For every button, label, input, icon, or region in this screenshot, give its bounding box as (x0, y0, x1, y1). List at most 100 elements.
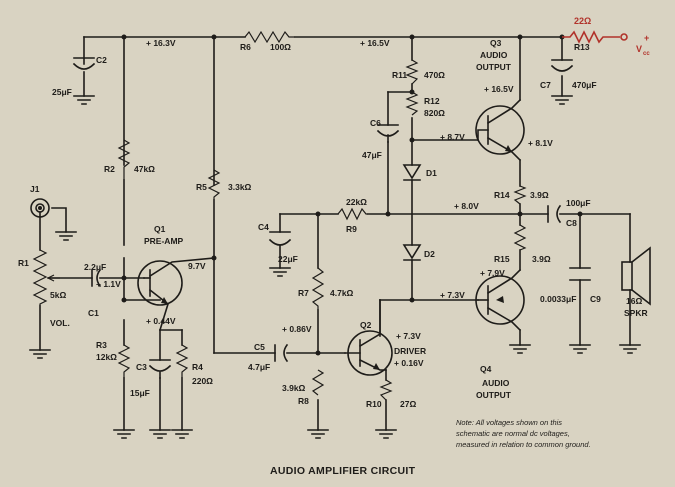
wires (39, 36, 631, 431)
r3-value: 12kΩ (96, 352, 117, 362)
r4-name: R4 (192, 362, 203, 372)
c5-value: 4.7μF (248, 362, 270, 372)
c9-value: 0.0033μF (540, 294, 576, 304)
r12-name: R12 (424, 96, 440, 106)
r8-symbol (311, 369, 325, 396)
c5-name: C5 (254, 342, 265, 352)
grounds (29, 95, 641, 439)
q3-role-2: OUTPUT (476, 62, 512, 72)
r13-value: 22Ω (574, 16, 591, 26)
c6-symbol (376, 124, 400, 143)
q3-role-1: AUDIO (480, 50, 508, 60)
c7-symbol (550, 59, 574, 97)
r10-value: 27Ω (400, 399, 416, 409)
r12-value: 820Ω (424, 108, 445, 118)
c1-symbol (91, 268, 102, 288)
r7-value: 4.7kΩ (330, 288, 354, 298)
r4-symbol (175, 344, 189, 378)
labels: + 16.3V + 16.5V R6 100Ω C2 25μF R11 470Ω… (18, 16, 650, 409)
r12-symbol (405, 91, 419, 116)
c9-symbol (569, 267, 591, 281)
q4-transistor (475, 268, 525, 332)
r15-name: R15 (494, 254, 510, 264)
r13-symbol (562, 30, 620, 44)
rail-16-5v-left: + 16.5V (360, 38, 390, 48)
v-7-9: + 7.9V (480, 268, 505, 278)
r3-symbol (117, 344, 131, 378)
transistors (137, 98, 525, 376)
r2-symbol (117, 139, 131, 180)
d1-name: D1 (426, 168, 437, 178)
q3-name: Q3 (490, 38, 502, 48)
r9-value: 22kΩ (346, 197, 367, 207)
note-line-2: schematic are normal dc voltages, (456, 429, 570, 438)
r15-value: 3.9Ω (532, 254, 551, 264)
r5-value: 3.3kΩ (228, 182, 252, 192)
vcc-sub: cc (643, 51, 650, 57)
r14-name: R14 (494, 190, 510, 200)
r9-name: R9 (346, 224, 357, 234)
q2-role: DRIVER (394, 346, 426, 356)
r3-name: R3 (96, 340, 107, 350)
r14-value: 3.9Ω (530, 190, 549, 200)
v-0-86: + 0.86V (282, 324, 312, 334)
r8-value: 3.9kΩ (282, 383, 306, 393)
c4-value: 22μF (278, 254, 298, 264)
r11-name: R11 (392, 70, 407, 80)
q4-role-2: OUTPUT (476, 390, 512, 400)
vcc-plus: + (644, 33, 649, 43)
r1-symbol (32, 249, 48, 306)
r6-name: R6 (240, 42, 251, 52)
r6-symbol (244, 30, 295, 44)
c7-value: 470μF (572, 80, 597, 90)
c8-symbol (547, 204, 562, 224)
r1-name: R1 (18, 258, 29, 268)
r2-name: R2 (104, 164, 115, 174)
note-line-3: measured in relation to common ground. (456, 440, 591, 449)
diagram-title: AUDIO AMPLIFIER CIRCUIT (270, 465, 416, 477)
c3-symbol (148, 359, 172, 379)
d1-symbol (402, 164, 422, 181)
r6-value: 100Ω (270, 42, 291, 52)
vcc-label: V (636, 44, 642, 54)
q4-name: Q4 (480, 364, 492, 374)
c2-symbol (72, 57, 96, 70)
q2-name: Q2 (360, 320, 372, 330)
capacitors (72, 57, 591, 379)
resistors (32, 30, 620, 401)
speaker (621, 246, 651, 306)
c6-value: 47μF (362, 150, 382, 160)
q4-role-1: AUDIO (482, 378, 510, 388)
d2-symbol (402, 244, 422, 261)
v-8-0: + 8.0V (454, 201, 479, 211)
r1-wiper (47, 274, 60, 282)
q1-role: PRE-AMP (144, 236, 184, 246)
c3-value: 15μF (130, 388, 150, 398)
j1-name: J1 (30, 184, 40, 194)
v-0-44: + 0.44V (146, 316, 176, 326)
v-1-1: + 1.1V (96, 279, 121, 289)
c3-name: C3 (136, 362, 147, 372)
r4-value: 220Ω (192, 376, 213, 386)
vcc-terminal (620, 33, 628, 41)
v-8-1: + 8.1V (528, 138, 553, 148)
spkr-value: 16Ω (626, 296, 642, 306)
c2-name: C2 (96, 55, 107, 65)
r2-value: 47kΩ (134, 164, 155, 174)
spkr-name: SPKR (624, 308, 648, 318)
c6-name: C6 (370, 118, 381, 128)
v-0-16: + 0.16V (394, 358, 424, 368)
rail-16-3v: + 16.3V (146, 38, 176, 48)
rail-16-5v-q3: + 16.5V (484, 84, 514, 94)
r5-name: R5 (196, 182, 207, 192)
r5-symbol (207, 169, 221, 200)
r15-symbol (513, 224, 527, 251)
r1-value: 5kΩ (50, 290, 66, 300)
c5-symbol (274, 343, 289, 363)
q1-transistor (137, 257, 215, 331)
r10-symbol (379, 379, 393, 401)
c4-name: C4 (258, 222, 269, 232)
c8-name: C8 (566, 218, 577, 228)
r13-name: R13 (574, 42, 590, 52)
